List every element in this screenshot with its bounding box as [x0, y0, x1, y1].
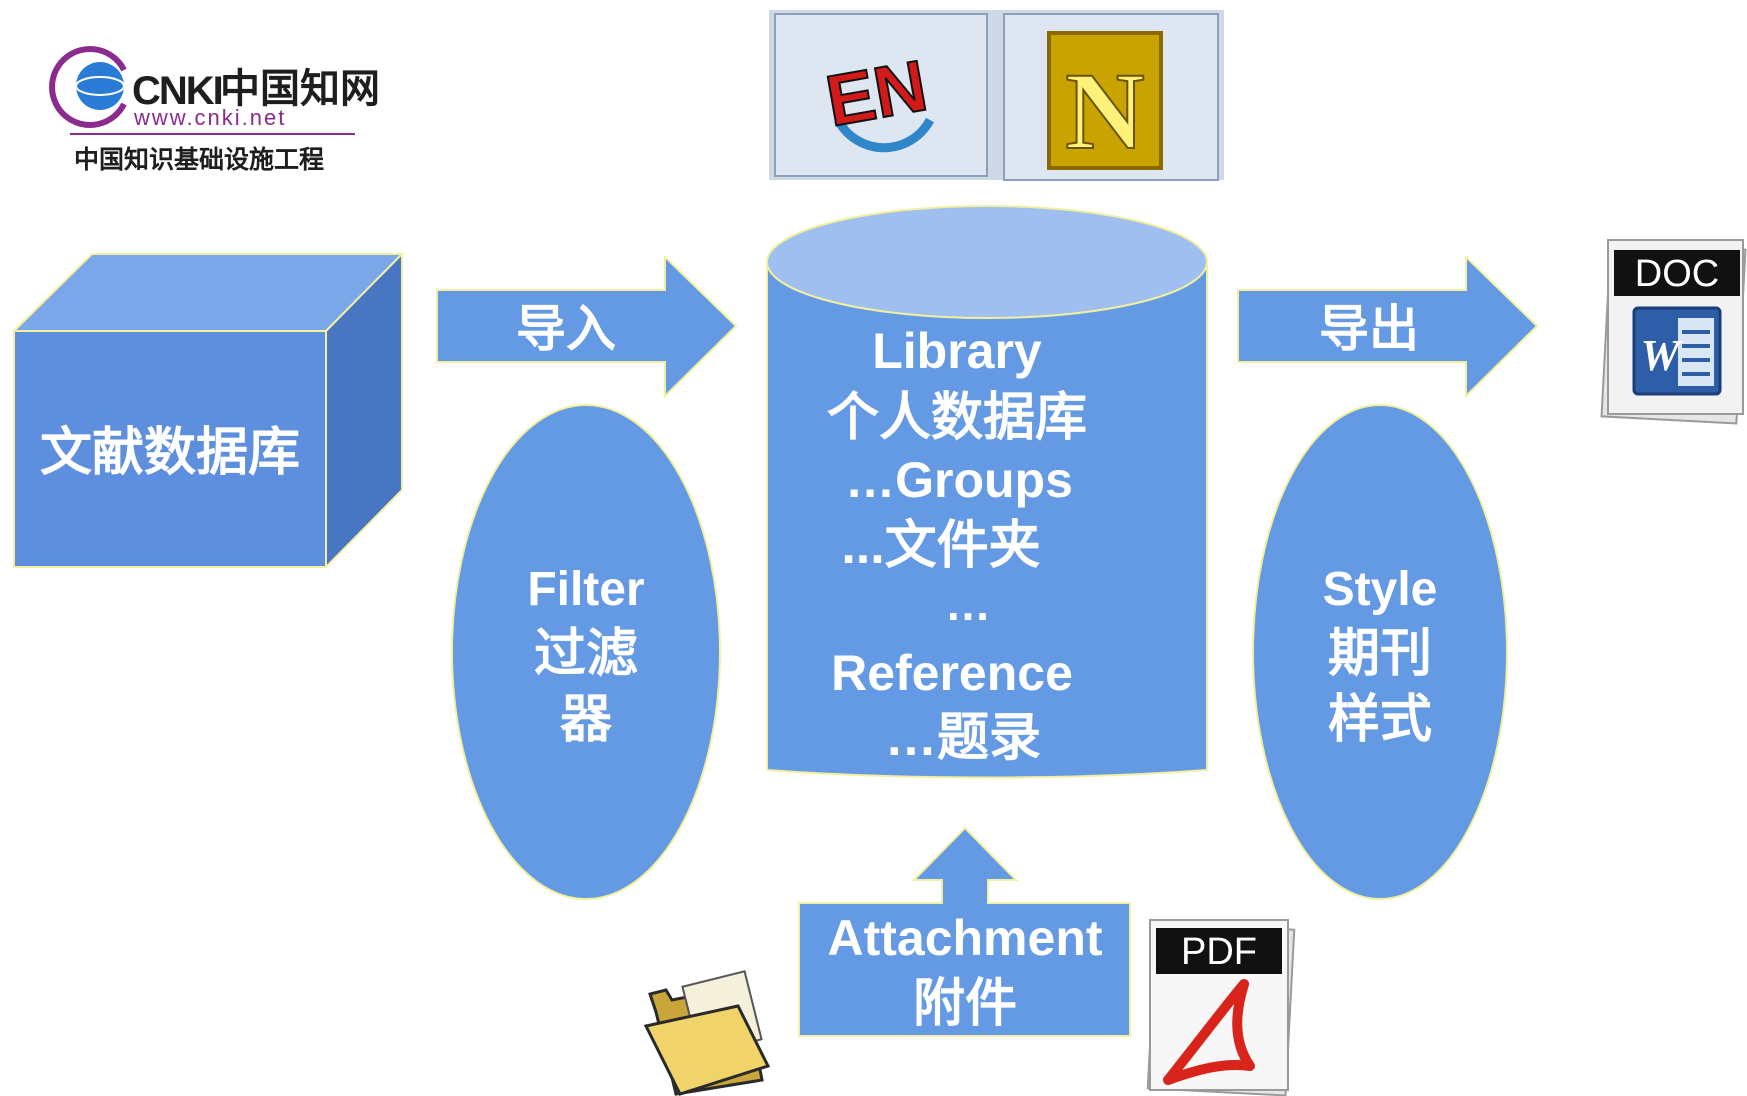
import-arrow: 导入	[436, 254, 738, 399]
acrobat-logo-icon	[1163, 979, 1255, 1085]
cnki-brand-latin: CNKI	[132, 69, 222, 113]
cnki-url: www.cnki.net	[133, 105, 286, 130]
style-line-1: Style	[1323, 563, 1438, 616]
globe-icon	[76, 62, 124, 110]
style-ellipse: Style 期刊 样式	[1252, 404, 1508, 900]
pdf-icon-label: PDF	[1181, 931, 1257, 973]
notexpress-app-icon[interactable]: N	[1003, 13, 1219, 181]
filter-ellipse: Filter 过滤 器	[451, 404, 721, 900]
word-logo-icon: W	[1640, 331, 1682, 380]
export-arrow-label: 导出	[1319, 301, 1419, 357]
cnki-tagline: 中国知识基础设施工程	[74, 145, 324, 174]
library-line-5: …	[945, 578, 991, 630]
cnki-logo: CNKI 中国知网 www.cnki.net 中国知识基础设施工程	[49, 46, 380, 174]
style-line-2: 期刊	[1328, 625, 1432, 683]
attachment-line-1: Attachment	[827, 910, 1102, 966]
import-arrow-label: 导入	[516, 301, 616, 357]
app-icons-toolbar: EN N	[769, 10, 1224, 181]
library-line-1: Library	[872, 323, 1042, 379]
library-cylinder: Library 个人数据库 …Groups ...文件夹 … Reference…	[766, 205, 1208, 779]
endnote-icon-text: EN	[820, 46, 932, 142]
library-line-7: …题录	[885, 709, 1041, 767]
doc-file-icon: DOC W	[1600, 239, 1747, 425]
filter-line-1: Filter	[527, 563, 644, 616]
source-database-label: 文献数据库	[40, 424, 300, 482]
doc-icon-label: DOC	[1635, 253, 1719, 295]
library-line-3: …Groups	[845, 452, 1073, 508]
library-line-6: Reference	[831, 645, 1073, 701]
export-arrow: 导出	[1237, 254, 1539, 399]
library-line-4: ...文件夹	[841, 517, 1040, 575]
notexpress-icon-text: N	[1065, 50, 1144, 172]
library-line-2: 个人数据库	[827, 389, 1087, 447]
attachment-arrow: Attachment 附件	[798, 826, 1131, 1037]
endnote-app-icon[interactable]: EN	[774, 13, 988, 177]
pdf-file-icon: PDF	[1146, 919, 1296, 1096]
folder-icon	[643, 970, 771, 1096]
cnki-brand-cn: 中国知网	[220, 66, 380, 112]
source-database-cube: 文献数据库	[11, 251, 405, 570]
library-cylinder-top	[766, 205, 1208, 319]
attachment-line-2: 附件	[913, 975, 1017, 1033]
filter-line-2: 过滤	[534, 625, 638, 683]
style-line-3: 样式	[1328, 691, 1432, 749]
filter-line-3: 器	[560, 691, 613, 749]
